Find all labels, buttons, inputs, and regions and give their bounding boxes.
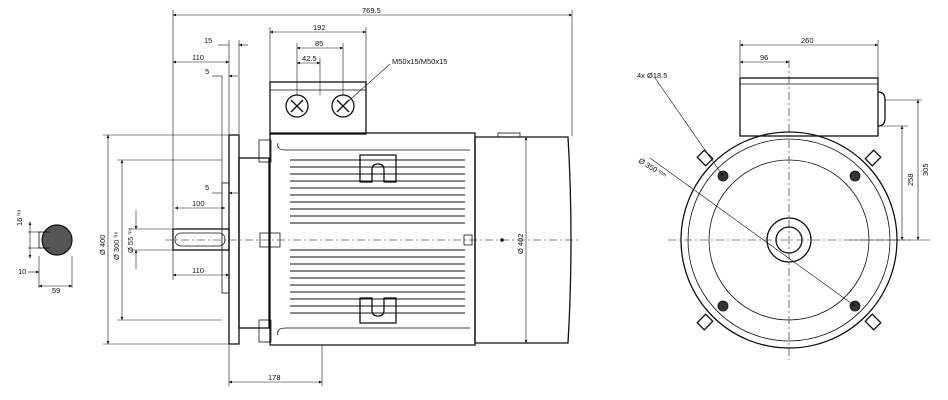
bolt-holes-label: 4x Ø18.5 xyxy=(637,71,667,80)
height-258-label: 258 xyxy=(906,173,915,186)
shaft-diameter-label: Ø 55 ᵐ⁶ xyxy=(126,227,135,253)
keyway-length-label: 100 xyxy=(192,199,205,208)
shaft-key-section: 16 ʰ⁹ 10 59 xyxy=(15,209,73,295)
flange-diameter-label: Ø 400 xyxy=(98,235,107,255)
key-height-label: 16 ʰ⁹ xyxy=(15,209,24,226)
end-offset-label: 96 xyxy=(760,53,768,62)
end-width-label: 260 xyxy=(801,36,814,45)
terminal-box-length-label: 192 xyxy=(313,23,326,32)
motor-side-view xyxy=(165,81,580,346)
overall-length-label: 769.5 xyxy=(362,6,381,15)
end-view-dimensions: 260 96 305 258 4x Ø18.5 Ø 350 ᵐᵐ xyxy=(637,36,930,307)
side-view-dimensions: 769.5 192 85 42.5 M50x15/M50x15 15 110 5… xyxy=(98,6,573,386)
spigot-top-label: 5 xyxy=(205,67,209,76)
terminal-small-spacing-label: 42.5 xyxy=(302,54,317,63)
flange-to-foot-label: 178 xyxy=(268,373,281,382)
frame-diameter-label: Ø 402 xyxy=(516,234,525,254)
height-305-label: 305 xyxy=(921,163,930,176)
shaft-length-top-label: 110 xyxy=(192,53,204,62)
shaft-length-bottom-label: 110 xyxy=(192,266,204,275)
spigot-diameter-label: Ø 300 ʰ⁶ xyxy=(112,232,121,260)
terminal-inner-spacing-label: 85 xyxy=(315,39,323,48)
key-side-label: 10 xyxy=(18,267,26,276)
cable-gland-label: M50x15/M50x15 xyxy=(392,57,447,66)
motor-end-view xyxy=(668,60,910,360)
flange-offset-label: 15 xyxy=(204,36,212,45)
cooling-fins xyxy=(290,159,465,314)
spigot-mid-label: 5 xyxy=(205,183,209,192)
key-depth-label: 59 xyxy=(52,286,60,295)
